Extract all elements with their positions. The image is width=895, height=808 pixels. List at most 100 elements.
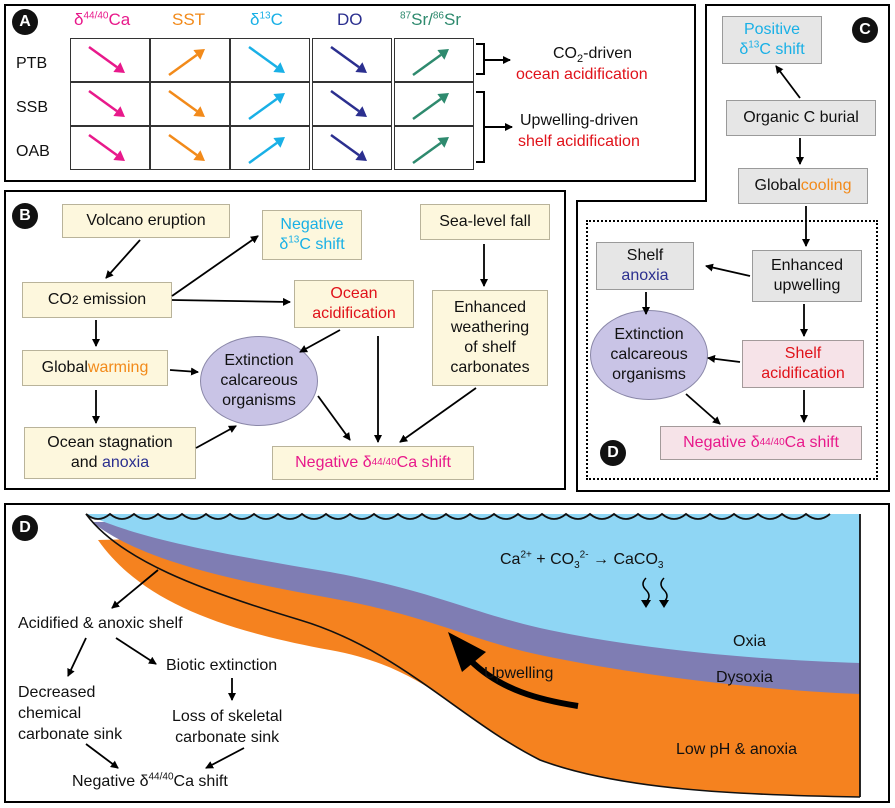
- positive-line2: δ13C shift: [739, 39, 805, 58]
- sea-surface-waves: [85, 512, 831, 520]
- upwelling-arrowhead: [448, 632, 486, 672]
- panel-c-step: [576, 200, 707, 202]
- shelf-outline: [85, 513, 861, 798]
- upwelling-arrow: [467, 657, 579, 709]
- weathering-line2: weathering: [450, 319, 530, 336]
- row-label-ptb: PTB: [16, 55, 48, 72]
- shelf-anoxia-line1: Shelf: [626, 247, 664, 264]
- global-warming-box: Global warming: [22, 350, 168, 386]
- arrow-down-right-icon: [330, 133, 367, 161]
- col-header-ca: δ44/40Ca: [74, 10, 131, 29]
- arrow-up-right-icon: [248, 137, 285, 165]
- annotation-co2-line1: CO2-driven: [553, 45, 633, 66]
- subpanel-d-label: D: [600, 440, 626, 466]
- neg-c13-line1: Negative: [280, 216, 344, 233]
- sea-level-fall-box: Sea-level fall: [420, 204, 550, 240]
- upwelling-label: Upwelling: [484, 665, 554, 682]
- arrow-down-right-icon: [248, 45, 285, 73]
- ocean-acid-line2: acidification: [312, 305, 396, 322]
- arrow-down-right-icon: [88, 45, 125, 73]
- panel-a-label: A: [12, 9, 38, 35]
- indicator-cell: [70, 82, 150, 126]
- positive-line1: Positive: [743, 21, 801, 38]
- loss-line1: Loss of skeletal: [172, 708, 283, 725]
- ext-b-line3: organisms: [222, 392, 296, 409]
- indicator-cell: [150, 38, 230, 82]
- ext-b-line2: calcareous: [220, 372, 298, 389]
- shelf-acid-line2: acidification: [761, 365, 845, 382]
- ext-c-line1: Extinction: [614, 326, 684, 343]
- upwelling-line2: upwelling: [773, 277, 841, 294]
- extinction-ellipse-b: Extinction calcareous organisms: [200, 336, 318, 426]
- arrow-up-right-icon: [412, 93, 449, 121]
- negative-ca-text-d: Negative δ44/40Ca shift: [72, 771, 228, 790]
- decreased-line2: chemical: [18, 705, 82, 722]
- arrow-up-right-icon: [412, 49, 449, 77]
- col-header-do: DO: [337, 10, 363, 29]
- indicator-cell: [394, 82, 474, 126]
- indicator-cell: [312, 38, 392, 82]
- weathering-line3: of shelf: [464, 339, 516, 356]
- ocean-acidification-box: Ocean acidification: [294, 280, 414, 328]
- enhanced-upwelling-box: Enhanced upwelling: [752, 250, 862, 302]
- volcano-eruption-box: Volcano eruption: [62, 204, 230, 238]
- ext-c-line2: calcareous: [610, 346, 688, 363]
- dysoxia-label: Dysoxia: [716, 669, 773, 686]
- col-header-sst: SST: [172, 10, 206, 29]
- ocean-layer: [86, 514, 860, 663]
- loss-line2: carbonate sink: [175, 729, 280, 746]
- cooling-text2: cooling: [800, 177, 852, 194]
- indicator-cell: [230, 126, 310, 170]
- indicator-cell: [230, 38, 310, 82]
- low-ph-label: Low pH & anoxia: [676, 741, 797, 758]
- indicator-cell: [150, 126, 230, 170]
- squiggle-arrow-1: [642, 577, 650, 603]
- biotic-extinction-text: Biotic extinction: [166, 657, 278, 674]
- col-header-sr: 87Sr/86Sr: [400, 10, 461, 29]
- indicator-cell: [394, 126, 474, 170]
- indicator-cell: [230, 82, 310, 126]
- cooling-text1: Global: [754, 177, 801, 194]
- annotation-upwelling-line2: shelf acidification: [518, 133, 640, 150]
- arrow-up-right-icon: [168, 49, 205, 77]
- arrow-up-right-icon: [248, 93, 285, 121]
- ext-b-line1: Extinction: [224, 352, 294, 369]
- weathering-line4: carbonates: [450, 359, 530, 376]
- arrow-down-right-icon: [88, 133, 125, 161]
- upwelling-line1: Enhanced: [770, 257, 844, 274]
- stagnation-line2: and: [70, 454, 102, 471]
- indicator-cell: [70, 38, 150, 82]
- panel-c-label: C: [852, 17, 878, 43]
- arrow-down-right-icon: [168, 89, 205, 117]
- shelf-acid-line1: Shelf: [784, 345, 822, 362]
- global-cooling-box: Global cooling: [738, 168, 868, 204]
- arrow-down-right-icon: [88, 89, 125, 117]
- acidified-shelf-text: Acidified & anoxic shelf: [18, 615, 183, 632]
- annotation-upwelling-line1: Upwelling-driven: [520, 112, 639, 129]
- arrow-down-right-icon: [330, 45, 367, 73]
- weathering-box: Enhanced weathering of shelf carbonates: [432, 290, 548, 386]
- panel-d-label: D: [12, 515, 38, 541]
- row-label-oab: OAB: [16, 143, 50, 160]
- indicator-cell: [312, 126, 392, 170]
- ocean-acid-line1: Ocean: [330, 285, 378, 302]
- annotation-co2-line2: ocean acidification: [516, 66, 648, 83]
- oxia-label: Oxia: [733, 633, 766, 650]
- neg-c13-line2: δ13C shift: [279, 234, 345, 253]
- weathering-line1: Enhanced: [453, 299, 527, 316]
- stagnation-anoxia: anoxia: [101, 454, 150, 471]
- indicator-cell: [312, 82, 392, 126]
- reaction-text: Ca2+ + CO32- → CaCO3: [500, 549, 664, 572]
- panel-b-label: B: [12, 203, 38, 229]
- organic-burial-box: Organic C burial: [726, 100, 876, 136]
- loss-skeletal-text: Loss of skeletal carbonate sink: [172, 706, 282, 748]
